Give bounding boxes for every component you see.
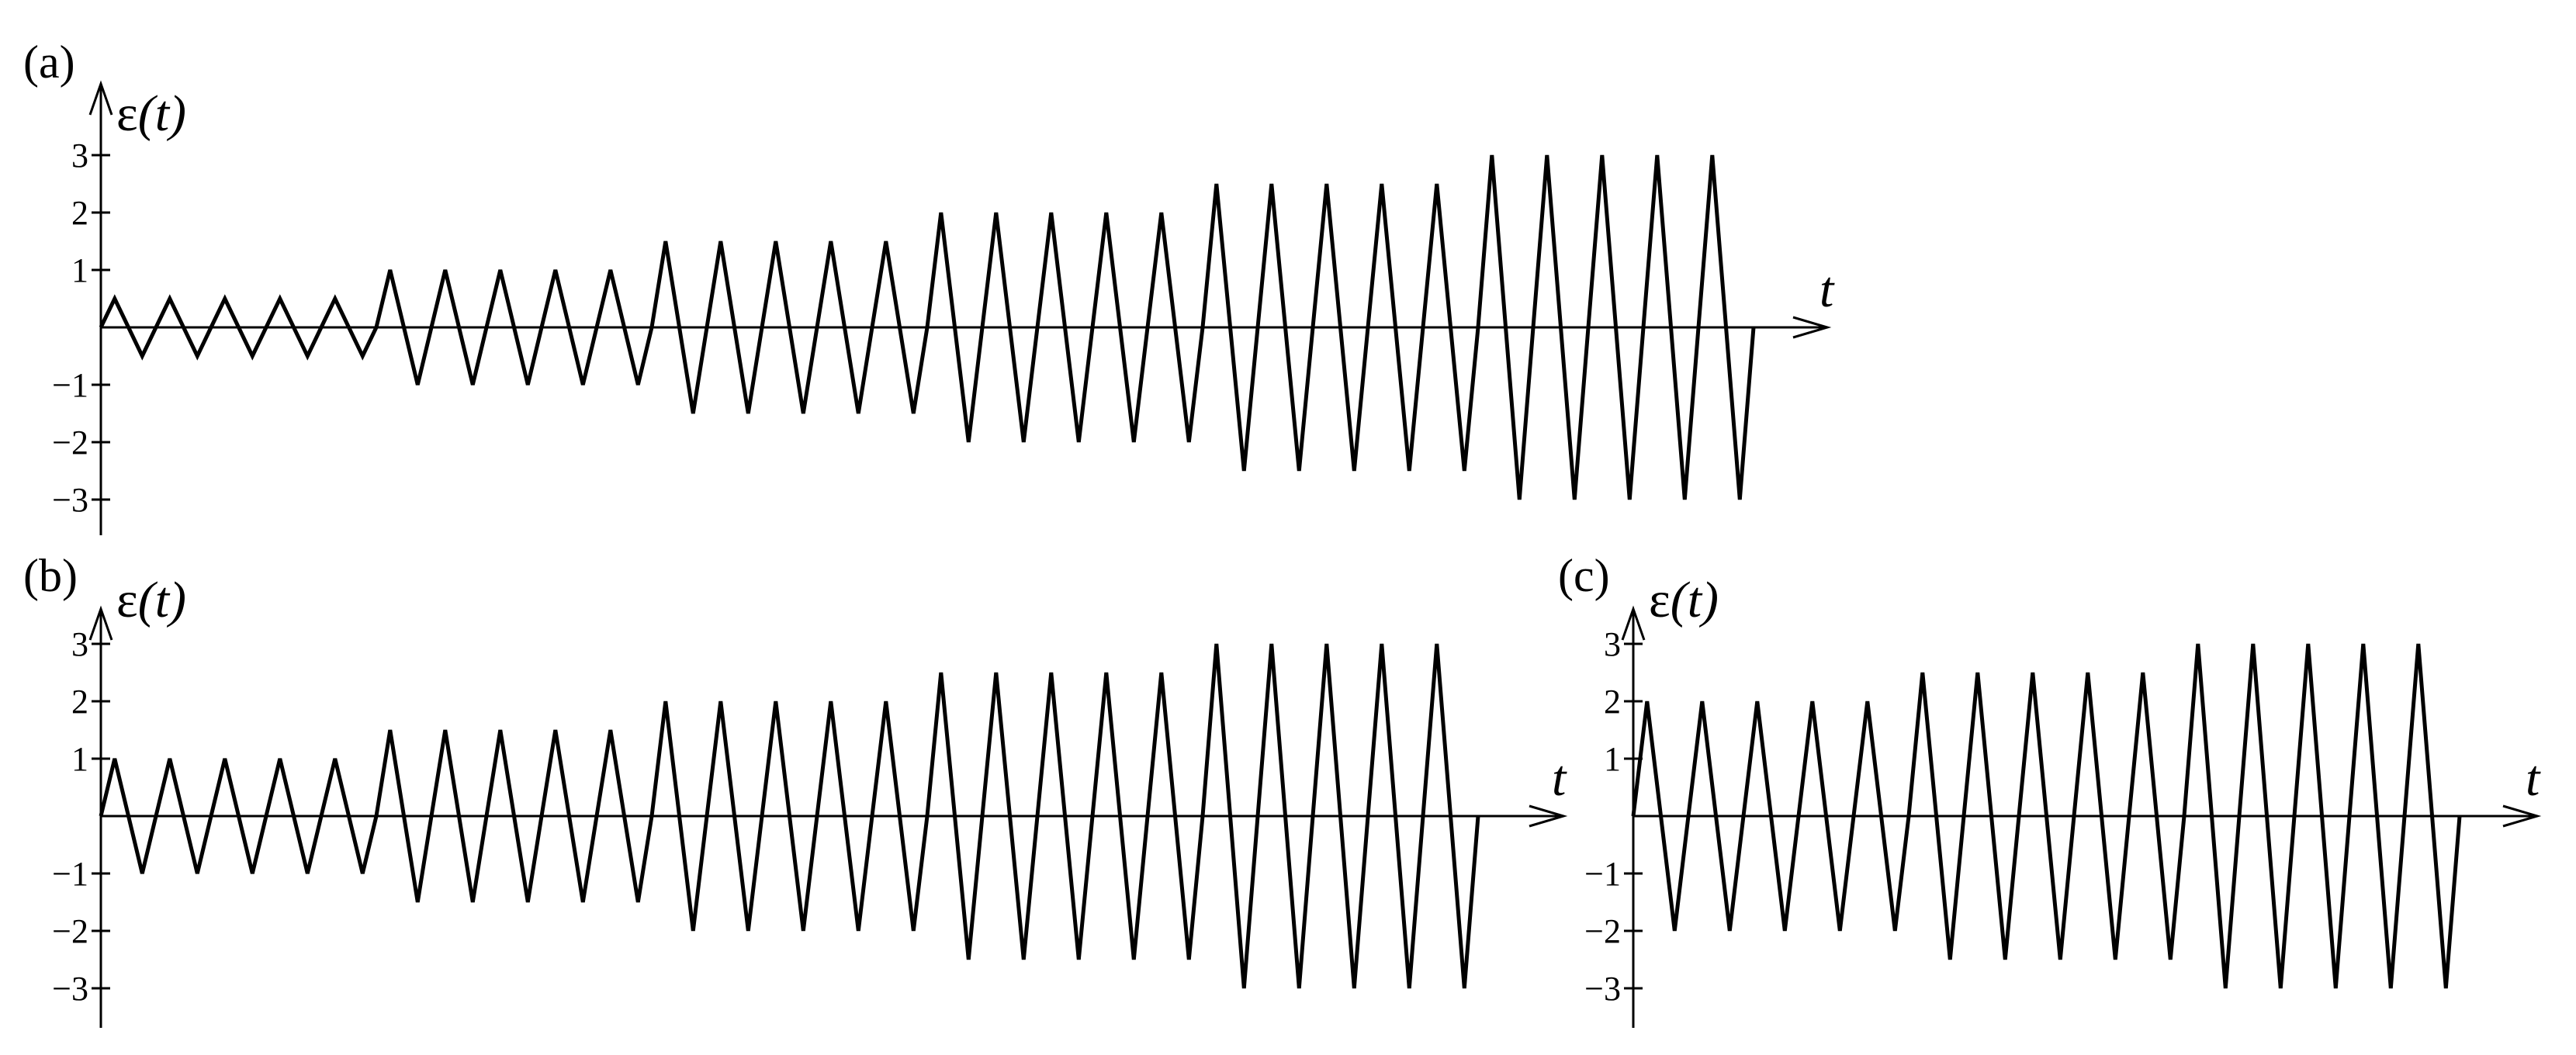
y-axis-arrow	[1621, 605, 1646, 641]
y-axis-label: ε(t)	[116, 572, 186, 628]
x-axis-arrow	[2502, 804, 2542, 828]
x-axis-arrow	[1792, 316, 1832, 339]
chart-panel-c: (c) ε(t) t 3 2 1 −1 −2 −3	[1558, 550, 2542, 1028]
y-tick-label: −1	[1584, 855, 1621, 893]
y-tick-label: 2	[71, 683, 88, 721]
y-tick-label: 2	[71, 194, 88, 232]
chart-panel-b: (b) ε(t) t 3 2 1 −1 −2 −3	[23, 550, 1568, 1028]
x-axis-label: t	[1552, 750, 1567, 807]
chart-panel-a: (a) ε(t) t 3 2 1 −1 −2 −3	[23, 36, 1835, 535]
panel-label: (c)	[1558, 550, 1610, 601]
y-axis-label-argument: (t)	[1671, 572, 1719, 628]
panel-label: (a)	[23, 36, 75, 88]
x-axis-label: t	[2526, 750, 2541, 807]
panel-label: (b)	[23, 550, 78, 601]
strain-series-line	[99, 154, 1756, 500]
y-tick-label: −2	[1584, 912, 1621, 950]
y-tick-label: −3	[52, 481, 88, 519]
y-axis-label: ε(t)	[116, 85, 186, 142]
y-axis-label-argument: (t)	[138, 85, 186, 142]
y-tick-label: 3	[1604, 625, 1621, 663]
y-axis-label-symbol: ε	[116, 85, 138, 142]
y-axis-label: ε(t)	[1649, 572, 1719, 628]
y-tick-label: 1	[71, 740, 88, 778]
y-axis-label-symbol: ε	[1649, 572, 1671, 628]
y-tick-label: 3	[71, 137, 88, 175]
y-axis-label-argument: (t)	[138, 572, 186, 628]
y-tick-label: −1	[52, 855, 88, 893]
y-axis-arrow	[88, 80, 113, 116]
x-axis-label: t	[1819, 261, 1835, 318]
strain-series-line	[99, 643, 1480, 989]
y-tick-label: −3	[52, 970, 88, 1008]
y-tick-label: 2	[1604, 683, 1621, 721]
y-tick-label: 1	[71, 251, 88, 289]
y-tick-label: −3	[1584, 970, 1621, 1008]
y-tick-label: −2	[52, 424, 88, 462]
y-tick-label: −1	[52, 366, 88, 404]
y-tick-label: 3	[71, 625, 88, 663]
x-axis-arrow	[1529, 804, 1568, 828]
y-tick-label: −2	[52, 912, 88, 950]
y-axis-label-symbol: ε	[116, 572, 138, 628]
y-axis-arrow	[88, 605, 113, 641]
y-tick-label: 1	[1604, 740, 1621, 778]
strain-series-line	[1631, 643, 2462, 989]
